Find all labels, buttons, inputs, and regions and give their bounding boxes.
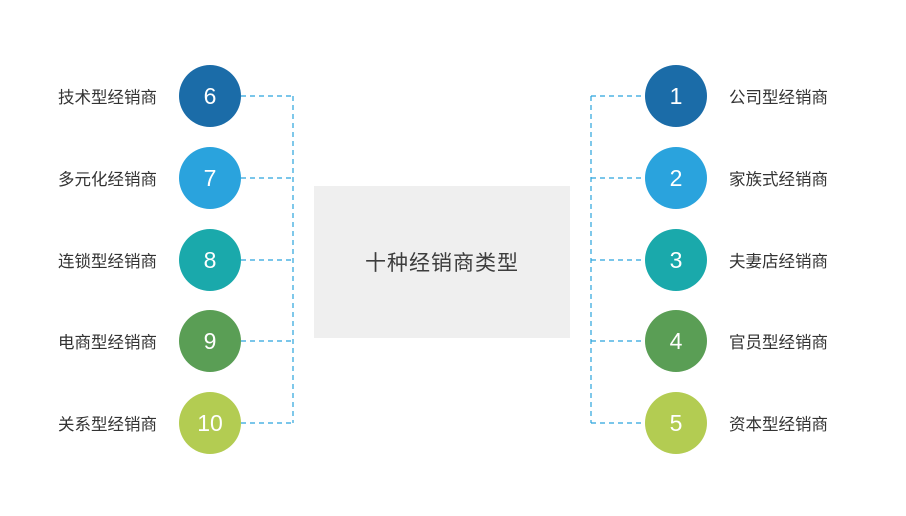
node-left-8[interactable]: 连锁型经销商 8: [0, 229, 241, 291]
node-right-5[interactable]: 5 资本型经销商: [645, 392, 828, 454]
node-right-4[interactable]: 4 官员型经销商: [645, 310, 828, 372]
node-left-8-number: 8: [203, 246, 217, 273]
node-left-8-label: 连锁型经销商: [58, 253, 157, 271]
node-left-7-label: 多元化经销商: [58, 171, 157, 189]
node-right-2-bubble[interactable]: 2: [645, 147, 707, 209]
node-right-2[interactable]: 2 家族式经销商: [645, 147, 828, 209]
node-left-9-number: 9: [203, 327, 217, 354]
node-right-1-label: 公司型经销商: [729, 89, 828, 107]
node-left-7-number: 7: [203, 164, 217, 191]
node-right-1[interactable]: 1 公司型经销商: [645, 65, 828, 127]
node-left-9-bubble[interactable]: 9: [179, 310, 241, 372]
node-right-5-label: 资本型经销商: [729, 416, 828, 434]
node-left-10-label: 关系型经销商: [58, 416, 157, 434]
node-left-6-bubble[interactable]: 6: [179, 65, 241, 127]
node-right-1-number: 1: [669, 82, 683, 109]
node-left-10-number: 10: [197, 409, 223, 436]
node-right-2-label: 家族式经销商: [729, 171, 828, 189]
node-right-2-number: 2: [669, 164, 683, 191]
node-left-7[interactable]: 多元化经销商 7: [0, 147, 241, 209]
node-right-5-bubble[interactable]: 5: [645, 392, 707, 454]
node-left-9-label: 电商型经销商: [58, 334, 157, 352]
node-right-1-bubble[interactable]: 1: [645, 65, 707, 127]
node-right-4-label: 官员型经销商: [729, 334, 828, 352]
node-left-6-number: 6: [203, 82, 217, 109]
node-right-3-label: 夫妻店经销商: [729, 253, 828, 271]
node-left-6[interactable]: 技术型经销商 6: [0, 65, 241, 127]
node-left-8-bubble[interactable]: 8: [179, 229, 241, 291]
center-title-label: 十种经销商类型: [365, 252, 519, 275]
center-title-box: 十种经销商类型: [314, 186, 570, 338]
node-right-4-bubble[interactable]: 4: [645, 310, 707, 372]
node-right-3-number: 3: [669, 246, 683, 273]
node-left-6-label: 技术型经销商: [58, 89, 157, 107]
node-left-10-bubble[interactable]: 10: [179, 392, 241, 454]
node-right-5-number: 5: [669, 409, 683, 436]
node-right-3[interactable]: 3 夫妻店经销商: [645, 229, 828, 291]
node-left-9[interactable]: 电商型经销商 9: [0, 310, 241, 372]
node-right-3-bubble[interactable]: 3: [645, 229, 707, 291]
node-left-10[interactable]: 关系型经销商 10: [0, 392, 241, 454]
node-right-4-number: 4: [669, 327, 683, 354]
node-left-7-bubble[interactable]: 7: [179, 147, 241, 209]
